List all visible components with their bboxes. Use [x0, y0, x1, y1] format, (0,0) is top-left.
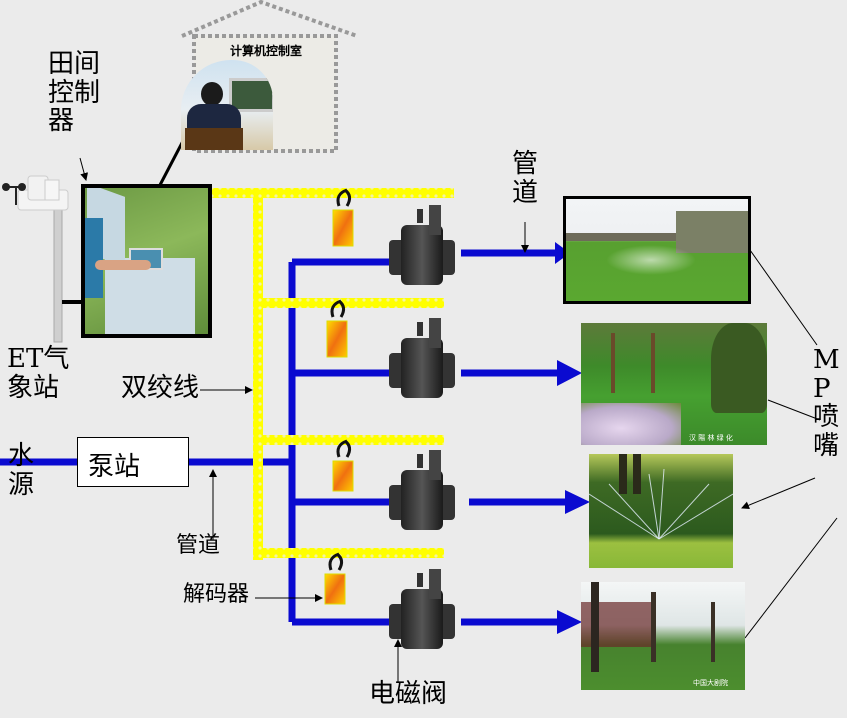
- solenoid-valve-icon: [389, 205, 455, 649]
- pump-station-box: 泵站: [77, 437, 189, 487]
- computer-operator-photo: [181, 60, 273, 150]
- controller-link-line: [158, 140, 185, 186]
- pipe-label-upper: 管道: [512, 149, 539, 208]
- pipe-label-lower: 管道: [176, 533, 221, 558]
- decoder-label: 解码器: [183, 582, 250, 607]
- decoder-icon: [324, 188, 354, 605]
- zone-2-caption: 汉 陽 林 绿 化: [689, 434, 733, 442]
- twisted-pair-wire: [212, 188, 454, 560]
- et-weather-station-label: ET气象站: [7, 344, 70, 403]
- mp-nozzle-label: MP喷嘴: [813, 345, 840, 461]
- weather-station-icon: [2, 175, 69, 343]
- zone-photo-trees-flowers: 汉 陽 林 绿 化: [581, 323, 767, 445]
- pump-station-label: 泵站: [88, 452, 141, 482]
- solenoid-valve-label: 电磁阀: [369, 679, 448, 709]
- zone-4-caption: 中国大剧院: [693, 679, 728, 687]
- field-controller-photo: [81, 184, 212, 338]
- flow-arrows: [555, 242, 590, 634]
- zone-photo-fan-spray: [589, 454, 733, 568]
- control-room-title: 计算机控制室: [229, 44, 302, 58]
- field-controller-label: 田间控制器: [48, 49, 101, 137]
- zone-photo-lawn-sprinklers: [563, 196, 751, 304]
- zone-photo-park-trees: 中国大剧院: [581, 582, 745, 690]
- water-source-label: 水源: [8, 441, 35, 500]
- twisted-pair-label: 双绞线: [121, 373, 200, 403]
